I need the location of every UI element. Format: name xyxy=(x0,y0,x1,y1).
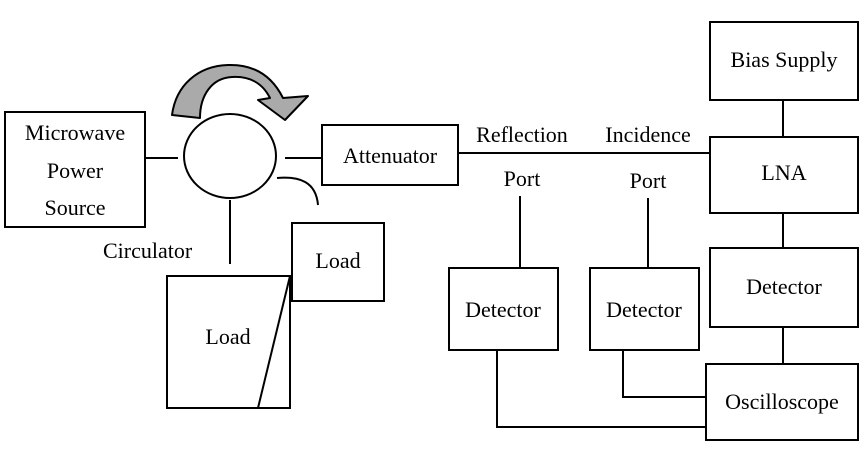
circulator-block: Circulator xyxy=(103,63,309,263)
load-small-label: Load xyxy=(315,248,360,273)
lna-label: LNA xyxy=(761,160,806,185)
load-small-block: Load xyxy=(291,222,385,302)
wire-reflection-detector-oscilloscope xyxy=(496,350,706,428)
wire-circulator-load-small xyxy=(276,176,319,206)
reflection-port-label-line2: Port xyxy=(504,166,541,191)
bias-supply-label: Bias Supply xyxy=(731,47,838,72)
connection-wires xyxy=(145,100,784,428)
oscilloscope-block: Oscilloscope xyxy=(705,363,859,441)
load-large-block: Load xyxy=(166,275,291,409)
microwave-source-label-line2: Power xyxy=(47,158,104,183)
bias-supply-block: Bias Supply xyxy=(709,21,859,101)
wire-incidence-detector-oscilloscope xyxy=(622,350,706,398)
attenuator-label: Attenuator xyxy=(343,143,438,168)
incidence-port-label-line1: Incidence xyxy=(605,122,691,147)
load-large-label: Load xyxy=(205,324,250,349)
circulator-label: Circulator xyxy=(103,238,193,263)
incidence-port-label-line2: Port xyxy=(630,168,667,193)
detector-lna-block: Detector xyxy=(709,247,859,328)
load-large-termination-line xyxy=(257,275,291,409)
microwave-source-label-line1: Microwave xyxy=(25,120,125,145)
detector-incidence-label: Detector xyxy=(606,297,682,322)
circulator-rotation-arrow-icon xyxy=(171,63,309,121)
oscilloscope-label: Oscilloscope xyxy=(725,389,839,414)
detector-lna-label: Detector xyxy=(746,274,822,299)
detector-reflection-label: Detector xyxy=(465,297,541,322)
lna-block: LNA xyxy=(709,136,859,214)
detector-incidence-block: Detector xyxy=(589,267,700,351)
detector-reflection-block: Detector xyxy=(448,267,559,351)
circulator-symbol xyxy=(183,113,277,199)
reflection-port-label-line1: Reflection xyxy=(476,122,568,147)
microwave-power-source-block: Microwave Power Source xyxy=(4,111,146,228)
reflection-port-label: Reflection Port xyxy=(476,122,568,191)
microwave-source-label-line3: Source xyxy=(44,195,105,220)
attenuator-block: Attenuator xyxy=(321,124,459,186)
incidence-port-label: Incidence Port xyxy=(605,122,691,193)
